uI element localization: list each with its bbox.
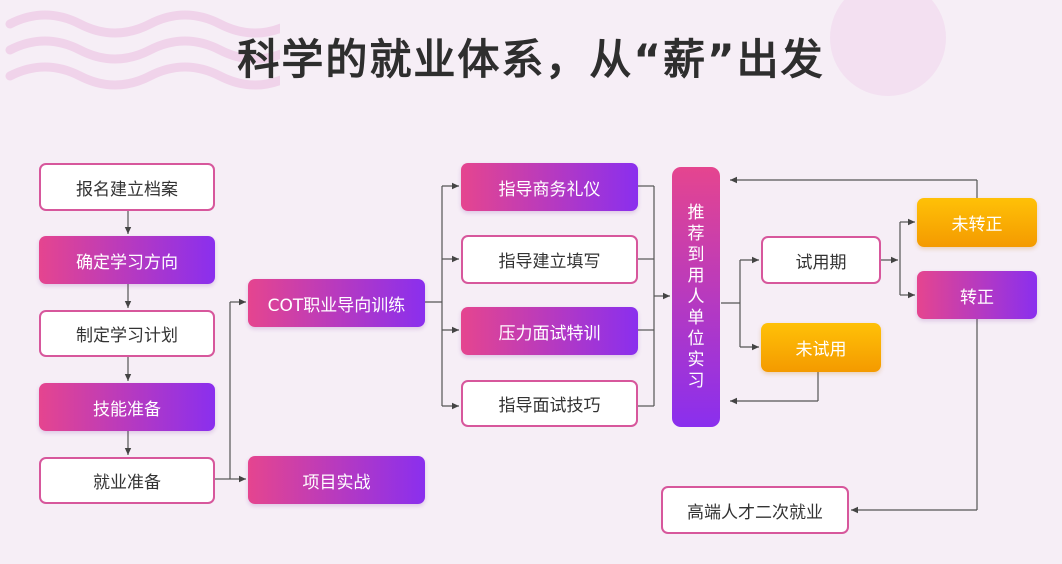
training-project: 项目实战 <box>248 456 425 504</box>
step-employment-prep: 就业准备 <box>39 457 215 504</box>
guidance-resume: 指导建立填写 <box>461 235 638 284</box>
training-cot: COT职业导向训练 <box>248 279 425 327</box>
outcome-regular: 转正 <box>917 271 1037 319</box>
outcome-not-regular: 未转正 <box>917 198 1037 247</box>
step-direction: 确定学习方向 <box>39 236 215 284</box>
step-skills: 技能准备 <box>39 383 215 431</box>
page-title: 科学的就业体系，从“薪”出发 <box>237 35 825 84</box>
recommend-label: 推荐到用人单位实习 <box>687 202 705 391</box>
outcome-no-probation: 未试用 <box>761 323 881 372</box>
guidance-interview: 指导面试技巧 <box>461 380 638 427</box>
outcome-reemployment: 高端人才二次就业 <box>661 486 849 534</box>
guidance-etiquette: 指导商务礼仪 <box>461 163 638 211</box>
outcome-probation: 试用期 <box>761 236 881 284</box>
recommend-internship: 推荐到用人单位实习 <box>672 167 720 427</box>
step-register: 报名建立档案 <box>39 163 215 211</box>
circle-decoration <box>830 0 946 96</box>
guidance-stress: 压力面试特训 <box>461 307 638 355</box>
wave-decoration <box>5 10 280 90</box>
step-plan: 制定学习计划 <box>39 310 215 357</box>
